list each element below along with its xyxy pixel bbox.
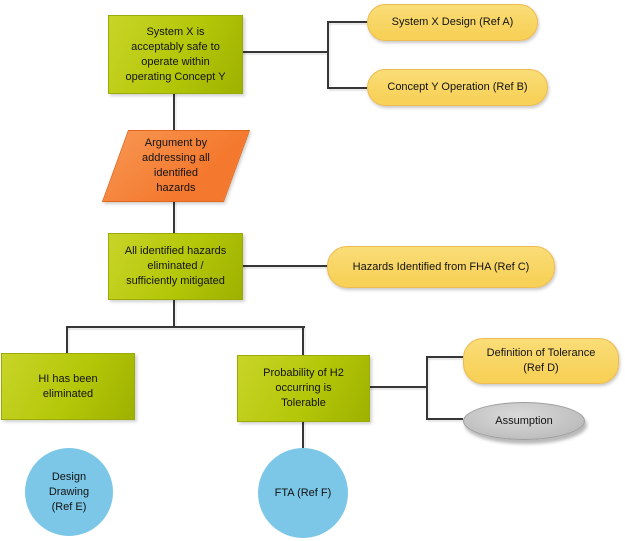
connector-goal-mid-to-branch — [173, 298, 175, 327]
goal-all-hazards-mitigated-label: All identified hazards eliminated / suff… — [124, 245, 227, 287]
connector-goal-h2-to-evidence-f — [302, 420, 304, 448]
goal-h1-eliminated-label: HI has been eliminated — [38, 372, 98, 400]
connector-to-context-b — [329, 87, 367, 89]
connector-branch-horizontal — [66, 326, 305, 328]
evidence-design-drawing-label: Design Drawing (Ref E) — [48, 470, 90, 513]
evidence-design-drawing-circle: Design Drawing (Ref E) — [25, 448, 113, 536]
context-concept-y-operation-pill: Concept Y Operation (Ref B) — [367, 69, 548, 106]
evidence-fta-circle: FTA (Ref F) — [258, 448, 348, 538]
connector-context-ab-vertical — [327, 21, 329, 89]
assumption-label: Assumption — [495, 414, 553, 427]
strategy-argument-parallelogram: Argument by addressing all identified ha… — [101, 130, 251, 202]
goal-system-x-safe-box: System X is acceptably safe to operate w… — [108, 15, 243, 94]
assumption-ellipse: Assumption — [463, 402, 585, 440]
strategy-argument-label: Argument by addressing all identified ha… — [142, 137, 210, 194]
goal-h1-eliminated-box: HI has been eliminated — [1, 353, 135, 420]
connector-branch-to-goal-h2 — [302, 326, 304, 356]
context-concept-y-operation-label: Concept Y Operation (Ref B) — [387, 81, 528, 93]
connector-goal-mid-to-context-c — [241, 265, 327, 267]
connector-to-context-a — [329, 21, 367, 23]
context-hazards-fha-label: Hazards Identified from FHA (Ref C) — [352, 260, 530, 273]
connector-goal-h2-to-right-branch — [368, 386, 427, 388]
connector-goal-top-to-strategy — [173, 92, 175, 130]
goal-system-x-safe-label: System X is acceptably safe to operate w… — [125, 25, 226, 83]
context-system-x-design-pill: System X Design (Ref A) — [367, 4, 538, 41]
context-system-x-design-label: System X Design (Ref A) — [391, 16, 514, 28]
context-hazards-fha-pill: Hazards Identified from FHA (Ref C) — [327, 246, 555, 288]
connector-branch-to-goal-h1 — [66, 326, 68, 353]
connector-strategy-to-goal-mid — [173, 200, 175, 233]
evidence-fta-label: FTA (Ref F) — [274, 486, 332, 499]
context-definition-tolerance-label: Definition of Tolerance (Ref D) — [486, 347, 596, 374]
goal-h2-tolerable-box: Probability of H2 occurring is Tolerable — [237, 355, 370, 422]
connector-context-d-assumption-vertical — [426, 356, 428, 420]
context-definition-tolerance-pill: Definition of Tolerance (Ref D) — [463, 338, 619, 384]
connector-to-context-d — [428, 356, 463, 358]
connector-to-assumption — [428, 418, 463, 420]
goal-h2-tolerable-label: Probability of H2 occurring is Tolerable — [263, 367, 344, 409]
goal-all-hazards-mitigated-box: All identified hazards eliminated / suff… — [108, 233, 243, 300]
connector-goal-top-to-context-branch — [241, 51, 328, 53]
